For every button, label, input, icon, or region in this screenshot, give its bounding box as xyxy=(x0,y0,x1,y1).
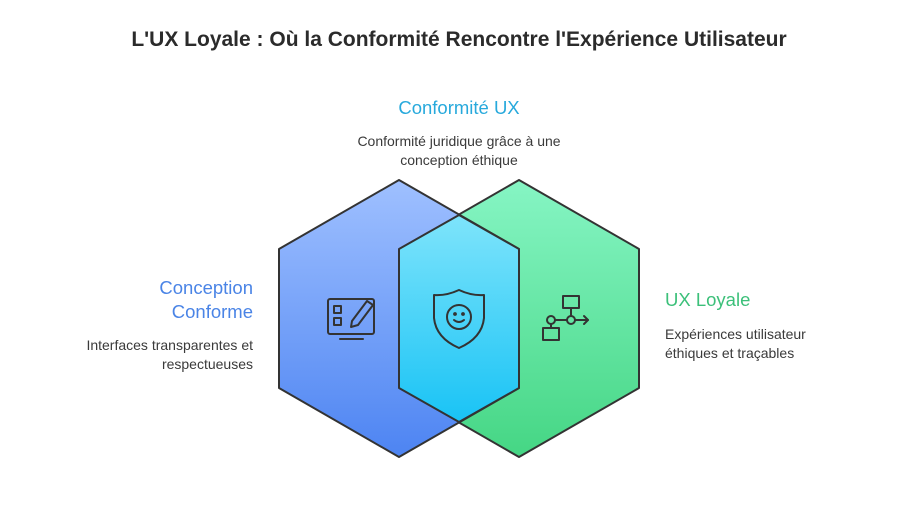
top-description: Conformité juridique grâce à une concept… xyxy=(309,132,609,170)
hexagon-intersection-conformite-ux xyxy=(398,214,520,423)
left-heading-line-2: Conforme xyxy=(171,301,253,322)
left-heading-line-1: Conception xyxy=(159,277,253,298)
top-heading-text: Conformité UX xyxy=(398,97,520,118)
flow-chart-icon xyxy=(542,295,589,341)
left-description: Interfaces transparentes et respectueuse… xyxy=(52,336,253,374)
right-desc-line-2: éthiques et traçables xyxy=(665,345,795,361)
top-desc-line-2: conception éthique xyxy=(400,152,518,168)
left-desc-line-2: respectueuses xyxy=(161,356,253,372)
shield-face-icon xyxy=(433,289,485,349)
top-heading: Conformité UX xyxy=(259,96,659,120)
right-desc-line-1: Expériences utilisateur xyxy=(665,326,806,342)
page-title: L'UX Loyale : Où la Conformité Rencontre… xyxy=(131,28,787,51)
left-desc-line-1: Interfaces transparentes et xyxy=(86,337,253,353)
top-desc-line-1: Conformité juridique grâce à une xyxy=(357,133,561,149)
right-heading: UX Loyale xyxy=(665,288,885,312)
right-heading-text: UX Loyale xyxy=(665,289,751,310)
monitor-edit-icon xyxy=(327,298,375,340)
left-heading: Conception Conforme xyxy=(52,276,253,324)
right-description: Expériences utilisateur éthiques et traç… xyxy=(665,325,885,363)
